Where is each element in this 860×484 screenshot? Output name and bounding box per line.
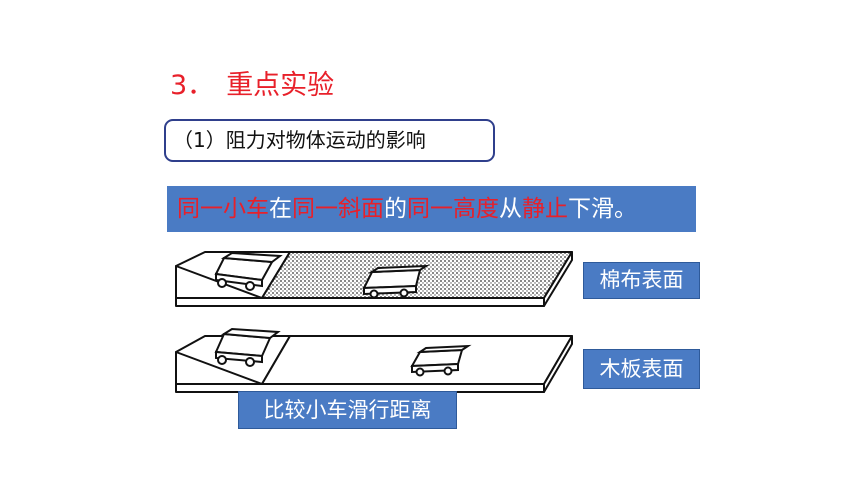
cloth-board-side <box>543 251 573 307</box>
subsection-title-box: （1）阻力对物体运动的影响 <box>164 119 495 162</box>
banner-seg-5: 从 <box>499 196 522 222</box>
banner-seg-1: 在 <box>269 196 292 222</box>
cart-icon <box>214 251 283 291</box>
cloth-board-front <box>175 297 545 307</box>
wood-board-side <box>543 335 573 393</box>
wood-label-text: 木板表面 <box>599 357 684 381</box>
wood-surface-label: 木板表面 <box>583 349 700 389</box>
subsection-title: （1）阻力对物体运动的影响 <box>173 128 426 152</box>
cart-icon <box>214 327 281 367</box>
cloth-surface-label: 棉布表面 <box>583 262 700 299</box>
cloth-label-text: 棉布表面 <box>599 268 684 292</box>
banner-seg-4: 同一高度 <box>407 196 499 222</box>
banner-seg-2: 同一斜面 <box>292 196 384 222</box>
condition-banner: 同一小车在同一斜面的同一高度从静止下滑。 <box>167 186 696 232</box>
compare-distance-label: 比较小车滑行距离 <box>238 391 457 429</box>
banner-seg-6: 静止 <box>522 196 568 222</box>
cart-icon <box>410 344 472 377</box>
wood-track <box>175 335 573 393</box>
section-title: 重点实验 <box>226 70 335 101</box>
section-number: 3． <box>170 70 215 101</box>
banner-seg-7: 下滑。 <box>568 196 637 222</box>
compare-label-text: 比较小车滑行距离 <box>263 398 432 422</box>
banner-seg-0: 同一小车 <box>177 196 269 222</box>
cart-icon <box>362 264 430 299</box>
banner-seg-3: 的 <box>384 196 407 222</box>
section-heading: 3． 重点实验 <box>170 66 334 106</box>
